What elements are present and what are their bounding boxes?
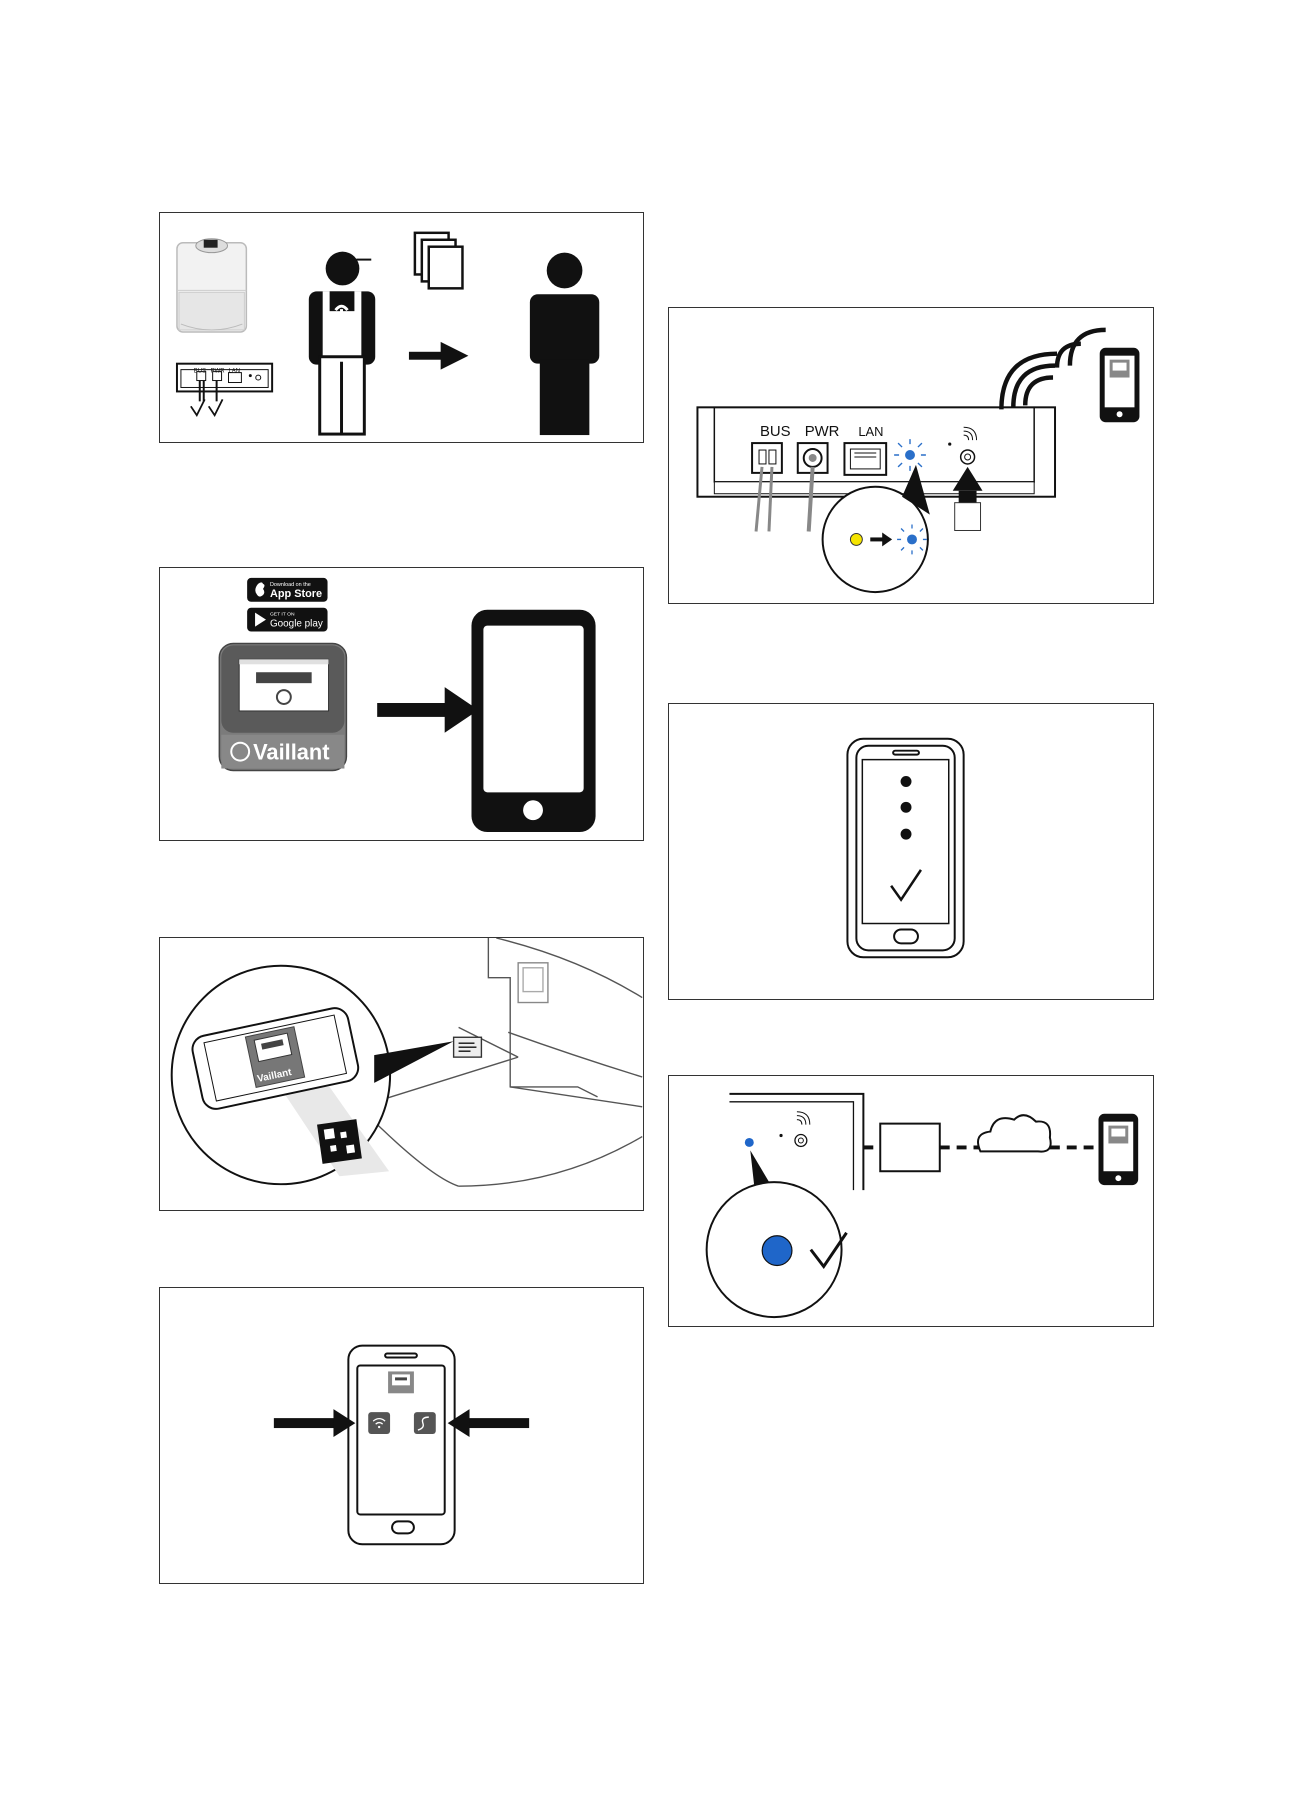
gateway-device-icon [729, 1094, 863, 1190]
smartphone-icon [471, 610, 595, 832]
port-label-lan: LAN [229, 369, 241, 375]
smartphone-outline [847, 739, 963, 958]
status-led-blinking [894, 439, 926, 471]
port-label-pwr: PWR [805, 424, 840, 440]
arrow-right-icon [870, 537, 884, 541]
status-led [905, 450, 915, 460]
arrow-right-icon [274, 1409, 355, 1437]
panel-install-app: Download on the App Store GET IT ON Goog… [159, 567, 644, 841]
gateway-device-icon [177, 364, 272, 402]
boiler-icon [177, 239, 246, 332]
handover-illustration: BUS PWR LAN [160, 213, 643, 442]
google-play-badge[interactable]: GET IT ON Google play [247, 608, 327, 632]
smartphone-icon [1099, 1114, 1139, 1185]
led-yellow [850, 533, 862, 545]
wireless-icon [797, 1112, 810, 1125]
panel-handover: BUS PWR LAN [159, 212, 644, 443]
port-label-bus: BUS [194, 369, 206, 375]
app-tile-icon [388, 1371, 414, 1393]
scan-code-illustration: Vaillant [160, 938, 643, 1210]
wifi-waves-icon [1001, 330, 1105, 409]
smartphone-icon [1100, 348, 1140, 422]
pairing-illustration: BUS PWR LAN [669, 308, 1153, 603]
install-app-illustration: Download on the App Store GET IT ON Goog… [160, 568, 643, 840]
app-progress-illustration [669, 704, 1153, 999]
panel-pairing: BUS PWR LAN [668, 307, 1154, 604]
router-box [880, 1124, 940, 1172]
wifi-option-button[interactable] [368, 1412, 390, 1434]
arrow-right-icon [377, 687, 478, 733]
panel-connected [668, 1075, 1154, 1327]
panel-app-progress [668, 703, 1154, 1000]
connected-illustration [669, 1076, 1153, 1326]
user-person-icon [530, 253, 599, 435]
google-play-small-text: GET IT ON [270, 612, 295, 618]
app-icon-brand: Vaillant [253, 740, 329, 765]
arrow-right-icon [409, 342, 468, 370]
app-store-badge[interactable]: Download on the App Store [247, 578, 327, 602]
arrow-left-icon [448, 1409, 529, 1437]
documents-icon [415, 233, 463, 289]
led-blue [907, 534, 917, 544]
panel-scan-code: Vaillant [159, 937, 644, 1211]
cloud-icon [978, 1115, 1051, 1151]
status-zoom-circle [707, 1150, 847, 1317]
panel-connection-choice [159, 1287, 644, 1584]
status-indicator-blue [762, 1236, 792, 1266]
cable-option-button[interactable] [414, 1412, 436, 1434]
vaillant-app-icon[interactable]: Vaillant [219, 643, 346, 770]
app-store-text: App Store [270, 588, 322, 600]
installer-person-icon [309, 252, 375, 434]
connection-choice-illustration [160, 1288, 643, 1583]
lan-port [844, 443, 886, 475]
port-label-pwr: PWR [211, 369, 226, 375]
port-label-lan: LAN [858, 424, 883, 439]
status-led [745, 1138, 754, 1147]
qr-code [317, 1119, 362, 1164]
checkmark-icon [191, 399, 223, 415]
port-label-bus: BUS [760, 424, 791, 440]
google-play-text: Google play [270, 619, 323, 630]
